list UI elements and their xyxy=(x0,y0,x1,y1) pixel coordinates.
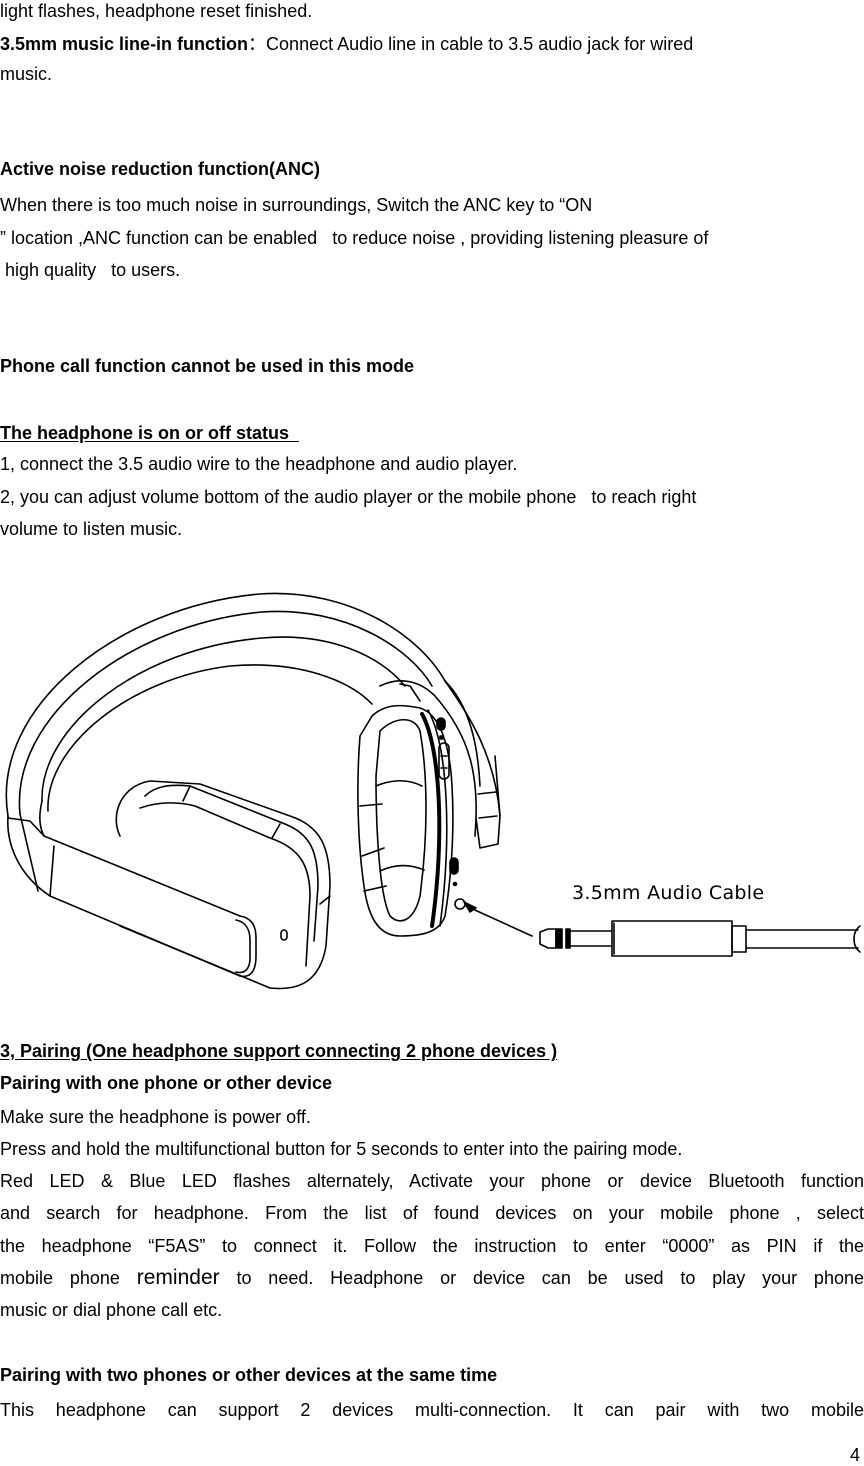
on-off-step-2-cont: volume to listen music. xyxy=(0,519,183,539)
pairing-one-line-2: Press and hold the multifunctional butto… xyxy=(0,1139,683,1159)
anc-heading: Active noise reduction function(ANC) xyxy=(0,159,321,179)
pairing-one-line-5: the headphone “F5AS” to connect it. Foll… xyxy=(0,1236,864,1256)
anc-line-3: high quality to users. xyxy=(0,260,181,280)
headphone-figure: 3.5mm Audio Cable xyxy=(0,586,864,996)
line-in-paragraph: 3.5mm music line-in function：Connect Aud… xyxy=(0,33,693,55)
line6-reminder: reminder xyxy=(136,1266,220,1289)
pairing-one-line-3: Red LED & Blue LED flashes alternately, … xyxy=(0,1171,864,1191)
figure-caption: 3.5mm Audio Cable xyxy=(572,882,765,904)
on-off-step-2: 2, you can adjust volume bottom of the a… xyxy=(0,487,697,507)
anc-line-2: ” location ,ANC function can be enabled … xyxy=(0,228,709,248)
phone-call-note: Phone call function cannot be used in th… xyxy=(0,356,415,376)
line-in-text-cont: music. xyxy=(0,64,53,84)
line6-part-c: to need. Headphone or device can be used… xyxy=(219,1268,864,1288)
pairing-one-line-1: Make sure the headphone is power off. xyxy=(0,1107,311,1127)
pairing-heading: 3, Pairing (One headphone support connec… xyxy=(0,1041,558,1061)
line6-part-a: mobile phone xyxy=(0,1268,137,1288)
pairing-one-line-7: music or dial phone call etc. xyxy=(0,1300,223,1320)
on-off-heading: The headphone is on or off status xyxy=(0,423,300,443)
pairing-one-heading: Pairing with one phone or other device xyxy=(0,1073,333,1093)
pairing-two-line-1: This headphone can support 2 devices mul… xyxy=(0,1400,864,1420)
anc-line-1: When there is too much noise in surround… xyxy=(0,195,593,215)
reset-text: light flashes, headphone reset finished. xyxy=(0,1,313,21)
on-off-step-1: 1, connect the 3.5 audio wire to the hea… xyxy=(0,454,518,474)
line-in-label: 3.5mm music line-in function xyxy=(0,34,249,54)
pairing-one-line-4: and search for headphone. From the list … xyxy=(0,1203,864,1223)
pairing-one-line-6: mobile phone reminder to need. Headphone… xyxy=(0,1267,864,1289)
pairing-two-heading: Pairing with two phones or other devices… xyxy=(0,1365,498,1385)
page-number: 4 xyxy=(849,1445,860,1465)
headphone-illustration-icon xyxy=(5,592,861,990)
line-in-text: Connect Audio line in cable to 3.5 audio… xyxy=(266,34,694,54)
line-in-separator: ： xyxy=(248,34,267,54)
